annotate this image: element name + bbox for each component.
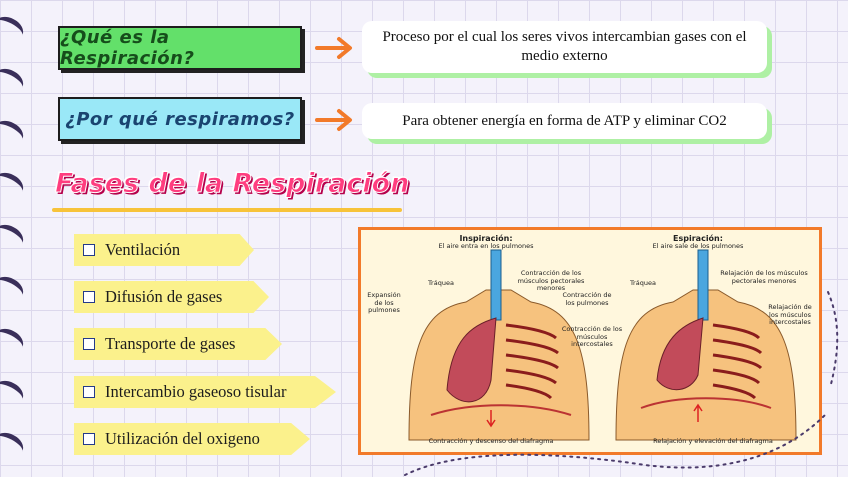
phase-item: Utilización del oxigeno	[74, 423, 310, 455]
label-trachea: Tráquea	[630, 279, 656, 287]
arrow-right-icon	[315, 109, 352, 131]
notebook-ring	[0, 116, 28, 149]
notebook-ring	[0, 168, 28, 201]
phase-label: Intercambio gaseoso tisular	[105, 382, 287, 401]
notebook-ring	[0, 376, 28, 409]
phase-label: Ventilación	[105, 240, 181, 259]
phase-item: Transporte de gases	[74, 328, 282, 360]
question-what-is-respiration: ¿Qué es la Respiración?	[58, 26, 302, 70]
notebook-ring	[0, 428, 28, 461]
label-trachea: Tráquea	[428, 279, 454, 287]
label-intercostal-relaxation: Relajación de los músculos intercostales	[768, 303, 812, 326]
phase-item: Intercambio gaseoso tisular	[74, 376, 336, 408]
inspiration-caption: Contracción y descenso del diafragma	[428, 437, 554, 445]
notebook-ring	[0, 64, 28, 97]
checkbox-icon	[83, 386, 95, 398]
torso-illustration	[408, 249, 797, 441]
answer-what-is-respiration: Proceso por el cual los seres vivos inte…	[362, 21, 767, 73]
checkbox-icon	[83, 433, 95, 445]
dotted-line-decoration	[404, 414, 826, 476]
title-underline	[52, 208, 402, 212]
checkbox-icon	[83, 244, 95, 256]
expiration-caption: Relajación y elevación del diafragma	[653, 437, 773, 445]
label-lung-expansion: Expansión de los pulmones	[367, 291, 401, 314]
question-why-we-breathe: ¿Por qué respiramos?	[58, 97, 302, 141]
arrow-right-icon	[315, 37, 352, 59]
notebook-ring	[0, 272, 28, 305]
notebook-ring	[0, 12, 28, 45]
checkbox-icon	[83, 291, 95, 303]
answer-why-we-breathe: Para obtener energía en forma de ATP y e…	[362, 103, 767, 139]
dotted-line-decoration	[827, 291, 839, 389]
inspiration-heading: Inspiración: El aire entra en los pulmon…	[438, 234, 534, 250]
breathing-diagram: Inspiración: El aire entra en los pulmon…	[358, 227, 822, 455]
label-intercostal-contraction: Contracción de los músculos intercostale…	[561, 325, 623, 348]
phase-label: Transporte de gases	[105, 334, 236, 353]
label-lung-contraction: Contracción de los pulmones	[562, 291, 612, 307]
phase-label: Utilización del oxigeno	[105, 429, 260, 448]
phase-label: Difusión de gases	[105, 287, 223, 306]
checkbox-icon	[83, 338, 95, 350]
expiration-heading: Espiración: El aire sale de los pulmones	[652, 234, 744, 250]
phase-item: Ventilación	[74, 234, 254, 266]
notebook-ring	[0, 220, 28, 253]
label-pectoral-contraction: Contracción de los músculos pectorales m…	[517, 269, 585, 292]
label-pectoral-relaxation: Relajación de los músculos pectorales me…	[720, 269, 808, 285]
section-title: Fases de la Respiración	[54, 168, 410, 200]
notebook-ring	[0, 324, 28, 357]
phase-item: Difusión de gases	[74, 281, 269, 313]
